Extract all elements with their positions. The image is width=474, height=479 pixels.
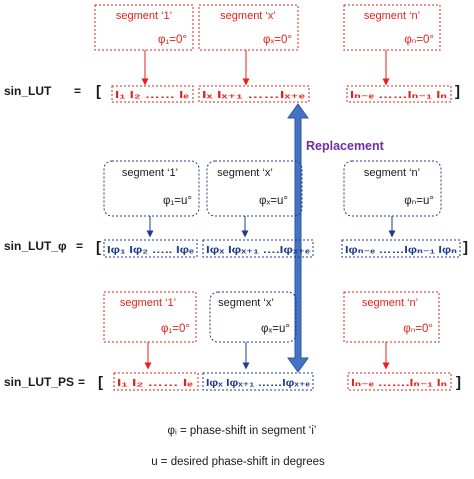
row-label-sin-lut-ps: sin_LUT_PS: [4, 375, 74, 389]
phase-value: φ₁=0°: [161, 323, 190, 335]
lut-phi-cells-1: Iφ₁ Iφ₂ ….. Iφₑ: [107, 244, 194, 256]
lut-phi-cell-group-n: [341, 239, 461, 258]
lut-cell-group-x: [198, 85, 310, 103]
top-segment-n: segment ‘n’ φₙ=0°: [343, 4, 441, 51]
segment-title: segment ‘x’: [220, 10, 276, 22]
segment-title: segment ‘n’: [364, 10, 420, 22]
lut-ps-cells-x: Iφₓ Iφₓ₊₁ ……Iφₓ₊ₑ: [206, 377, 310, 389]
close-bracket: ]: [455, 83, 460, 100]
lut-cell-group-1: [111, 85, 194, 103]
replacement-label: Replacement: [306, 139, 385, 153]
equals-sign: =: [74, 84, 81, 98]
bot-segment-x: segment ‘x’ φₓ=u°: [209, 291, 297, 343]
segment-title: segment ‘1’: [122, 167, 178, 179]
lut-ps-cell-group-x: [202, 372, 314, 391]
segment-title: segment ‘x’: [218, 297, 274, 309]
lut-cell-group-n: [346, 85, 452, 103]
lut-phi-cell-group-1: [103, 239, 198, 258]
segment-title: segment ‘1’: [120, 297, 176, 309]
close-bracket: ]: [456, 374, 461, 391]
lut-phi-cell-group-x: [202, 239, 314, 258]
top-segment-1: segment ‘1’ φ₁=0°: [94, 4, 194, 51]
lut-ps-cells-1: I₁ I₂ …… Iₑ: [117, 377, 193, 389]
lut-ps-cells-n: Iₙ₋ₑ …….Iₙ₋₁ Iₙ: [351, 377, 447, 389]
equals-sign: =: [76, 239, 83, 253]
lut-ps-cell-group-1: [113, 372, 199, 391]
phase-value: φₓ=u°: [259, 195, 288, 207]
segment-title: segment ‘1’: [116, 10, 172, 22]
segment-title: segment ‘n’: [362, 297, 418, 309]
phase-value: φₙ=u°: [404, 195, 434, 207]
mid-segment-n: segment ‘n’ φₙ=u°: [343, 160, 442, 217]
phase-value: φ₁=0°: [158, 34, 187, 46]
open-bracket: [: [98, 374, 103, 391]
phase-value: φₙ=0°: [404, 34, 434, 46]
phase-value: φ₁=u°: [163, 195, 192, 207]
phase-value: φₙ=0°: [403, 323, 433, 335]
open-bracket: [: [96, 83, 101, 100]
row-label-sin-lut-phi: sin_LUT_φ: [4, 239, 67, 253]
mid-segment-1: segment ‘1’ φ₁=u°: [103, 160, 200, 217]
phase-value: φₓ=u°: [261, 323, 290, 335]
replacement-double-arrow: [287, 103, 309, 373]
lut-cells-n: Iₙ₋ₑ ……Iₙ₋₁ Iₙ: [350, 89, 447, 101]
bot-segment-n: segment ‘n’ φₙ=0°: [343, 291, 440, 343]
lut-cells-x: Iₓ Iₓ₊₁ ……Iₓ₊ₑ: [202, 89, 305, 101]
lut-phi-cells-x: Iφₓ Iφₓ₊₁ ….Iφₓ₊ₑ: [206, 244, 310, 256]
phase-value: φₓ=0°: [263, 34, 292, 46]
footnote-desired-shift: u = desired phase-shift in degrees: [151, 456, 325, 468]
open-bracket: [: [96, 239, 101, 256]
segment-title: segment ‘n’: [364, 167, 420, 179]
segment-title: segment ‘x’: [217, 167, 273, 179]
lut-cells-1: I₁ I₂ …… Iₑ: [115, 89, 189, 101]
bot-segment-1: segment ‘1’ φ₁=0°: [103, 291, 197, 343]
lut-phi-cells-n: Iφₙ₋ₑ ……Iφₙ₋₁ Iφₙ: [345, 244, 457, 256]
top-segment-x: segment ‘x’ φₓ=0°: [198, 4, 299, 51]
close-bracket: ]: [463, 239, 468, 256]
footnote-phase-shift: φᵢ = phase-shift in segment ‘i’: [168, 425, 317, 437]
mid-segment-x: segment ‘x’ φₓ=u°: [206, 160, 303, 217]
equals-sign: =: [78, 375, 85, 389]
row-label-sin-lut: sin_LUT: [4, 84, 52, 98]
